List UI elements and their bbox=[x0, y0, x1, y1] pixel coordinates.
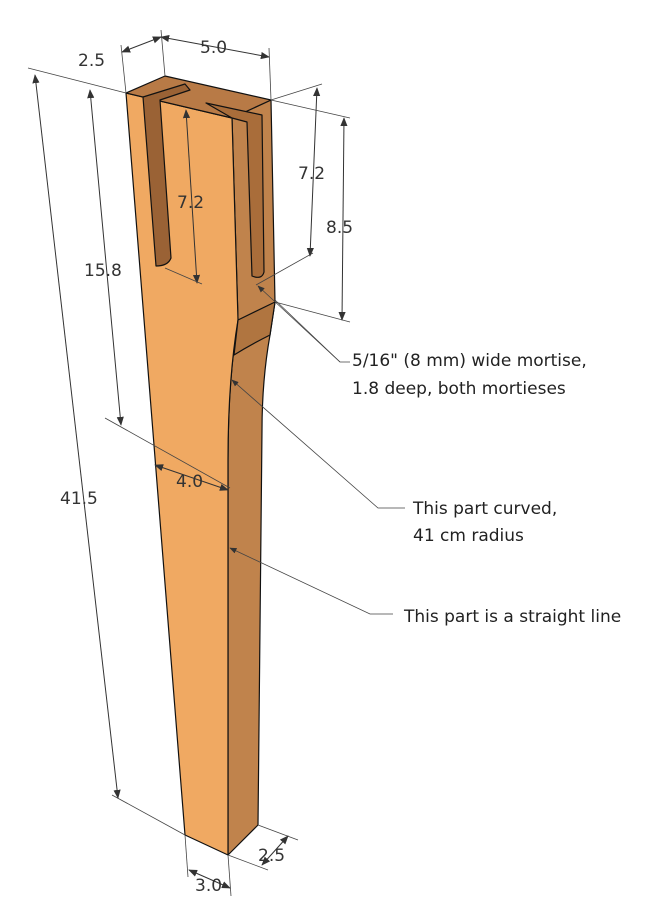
note-curve-line1: This part curved, bbox=[412, 499, 557, 519]
taper-transition-edge bbox=[233, 301, 276, 356]
annotations: 5/16" (8 mm) wide mortise, 1.8 deep, bot… bbox=[352, 351, 621, 627]
dim-upper-length: 15.8 bbox=[84, 261, 122, 281]
note-mortise-line1: 5/16" (8 mm) wide mortise, bbox=[352, 351, 587, 371]
dim-top-depth: 2.5 bbox=[78, 51, 105, 71]
dim-bottom-width: 3.0 bbox=[195, 876, 222, 896]
mortise-left-slot bbox=[142, 83, 191, 267]
dimension-lines bbox=[27, 29, 351, 897]
note-straight: This part is a straight line bbox=[403, 607, 621, 627]
dimension-labels: 2.5 5.0 7.2 7.2 8.5 15.8 41.5 4.0 2.5 3.… bbox=[60, 38, 353, 896]
mortise-right-slot bbox=[205, 102, 265, 278]
note-curve-line2: 41 cm radius bbox=[413, 526, 524, 546]
dim-inner-slot: 7.2 bbox=[177, 193, 204, 213]
dim-total-length: 41.5 bbox=[60, 489, 98, 509]
leader-lines bbox=[229, 285, 405, 615]
dim-mid-width: 4.0 bbox=[176, 472, 203, 492]
dim-top-section: 8.5 bbox=[326, 218, 353, 238]
dim-outer-slot: 7.2 bbox=[298, 164, 325, 184]
dim-bottom-depth: 2.5 bbox=[258, 846, 285, 866]
note-mortise-line2: 1.8 deep, both mortieses bbox=[352, 379, 566, 399]
dim-top-width: 5.0 bbox=[200, 38, 227, 58]
